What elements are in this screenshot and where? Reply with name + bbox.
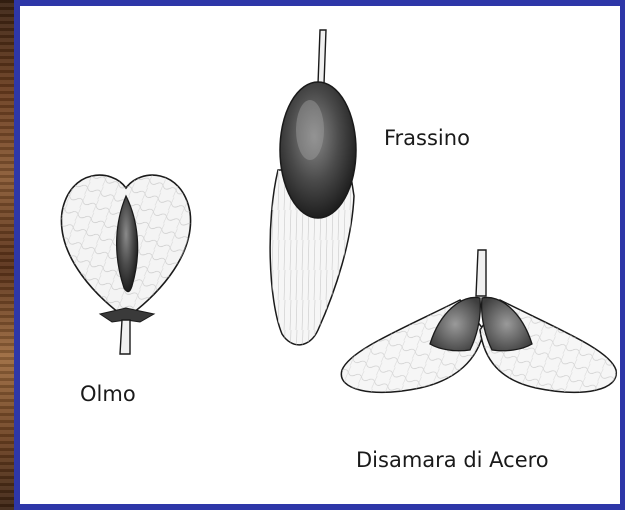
maple-label: Disamara di Acero (356, 448, 549, 472)
maple-samara-drawing (341, 250, 616, 392)
ash-samara-drawing (270, 30, 356, 345)
elm-label: Olmo (80, 382, 136, 406)
elm-samara-drawing (61, 175, 190, 354)
ash-label: Frassino (384, 126, 470, 150)
